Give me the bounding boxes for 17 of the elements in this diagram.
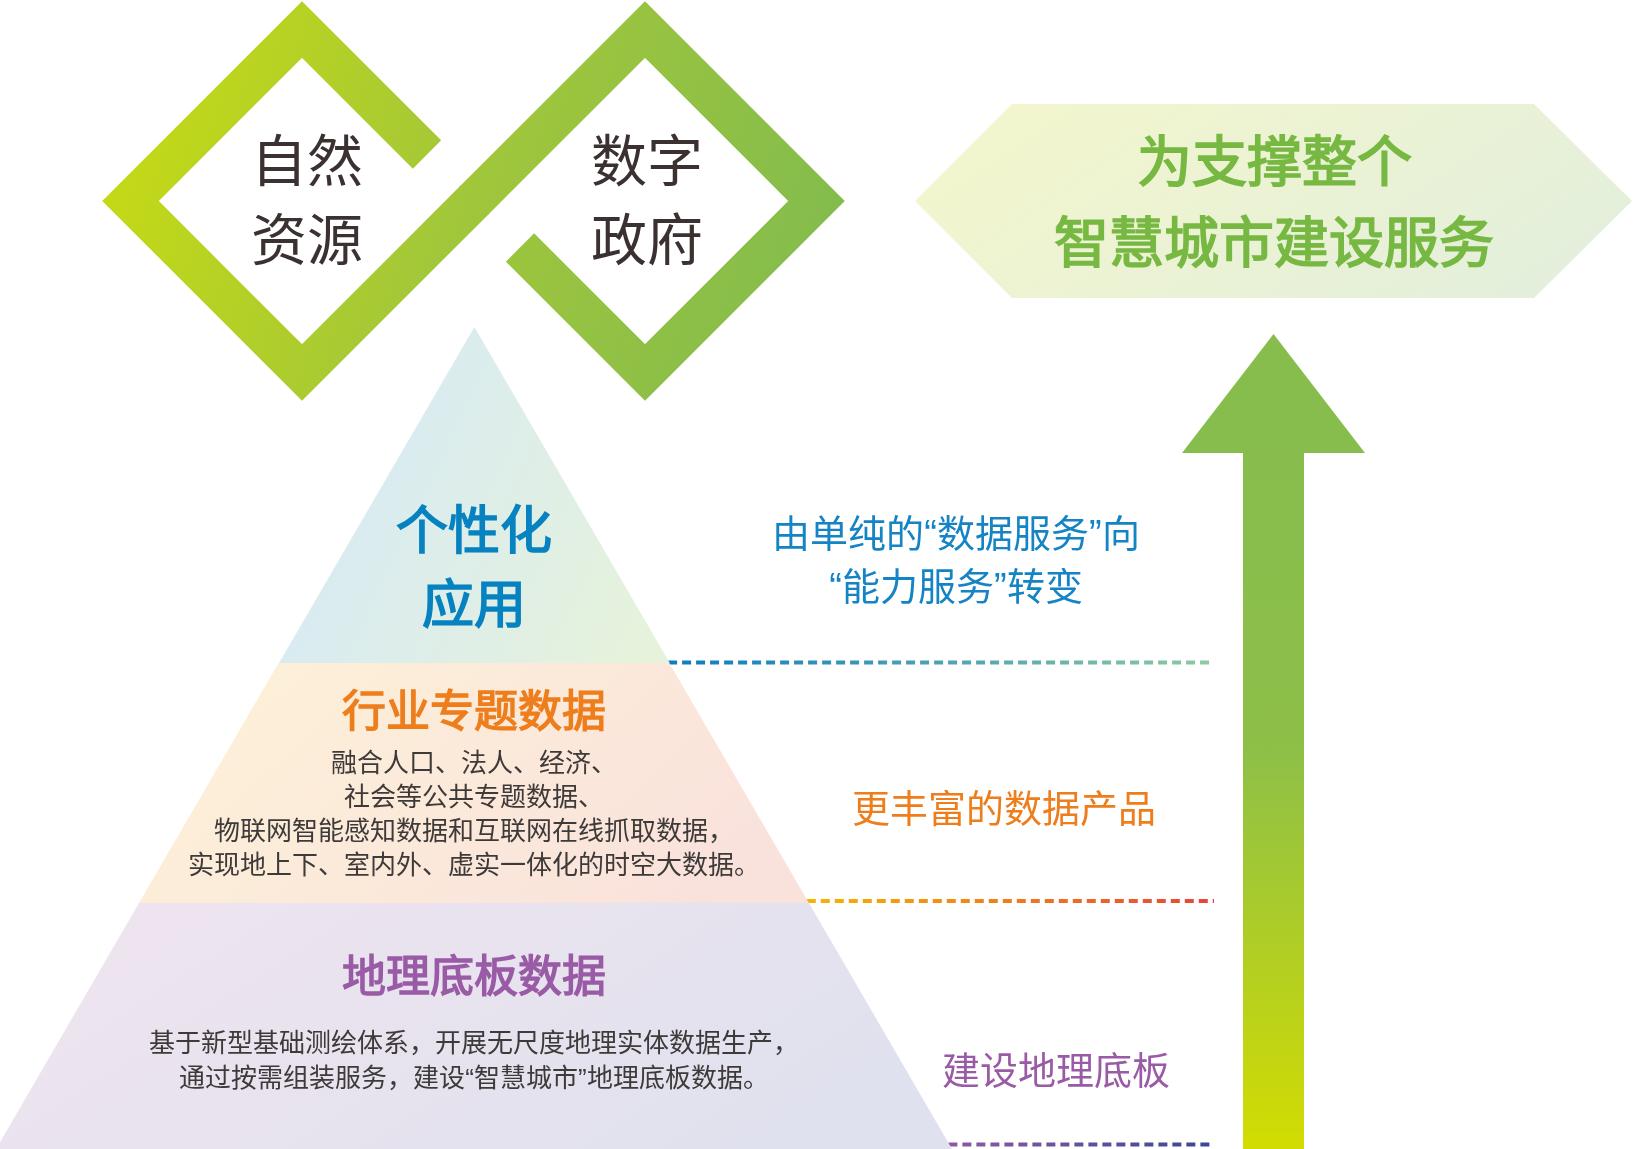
- pyramid-tier: [278, 327, 670, 663]
- arrow: [1182, 334, 1365, 1149]
- tier-title: 行业专题数据: [342, 686, 606, 738]
- tier-title: 个性化应用: [396, 501, 552, 636]
- tier-description: 基于新型基础测绘体系，开展无尺度地理实体数据生产，通过按需组装服务，建设“智慧城市”地理底板数据。: [149, 1027, 799, 1095]
- hexagon-banner: [915, 104, 1632, 298]
- diamond-label: 自然资源: [251, 129, 363, 274]
- tier-annotation: 更丰富的数据产品: [852, 787, 1156, 832]
- pyramid-tier: [139, 663, 809, 903]
- tier-annotation: 建设地理底板: [942, 1049, 1170, 1094]
- diamond-label: 数字政府: [591, 129, 703, 274]
- diamond-frame: [102, 1, 490, 401]
- tier-title: 地理底板数据: [342, 951, 606, 1003]
- banner-title: 为支撑整个智慧城市建设服务: [1054, 130, 1494, 276]
- diamond-frame: [459, 1, 845, 401]
- tier-description: 融合人口、法人、经济、社会等公共专题数据、物联网智能感知数据和互联网在线抓取数据，实现地上下、室内外、虚实一体化的时空大数据。: [188, 747, 760, 882]
- tier-annotation: 由单纯的“数据服务”向“能力服务”转变: [772, 512, 1140, 610]
